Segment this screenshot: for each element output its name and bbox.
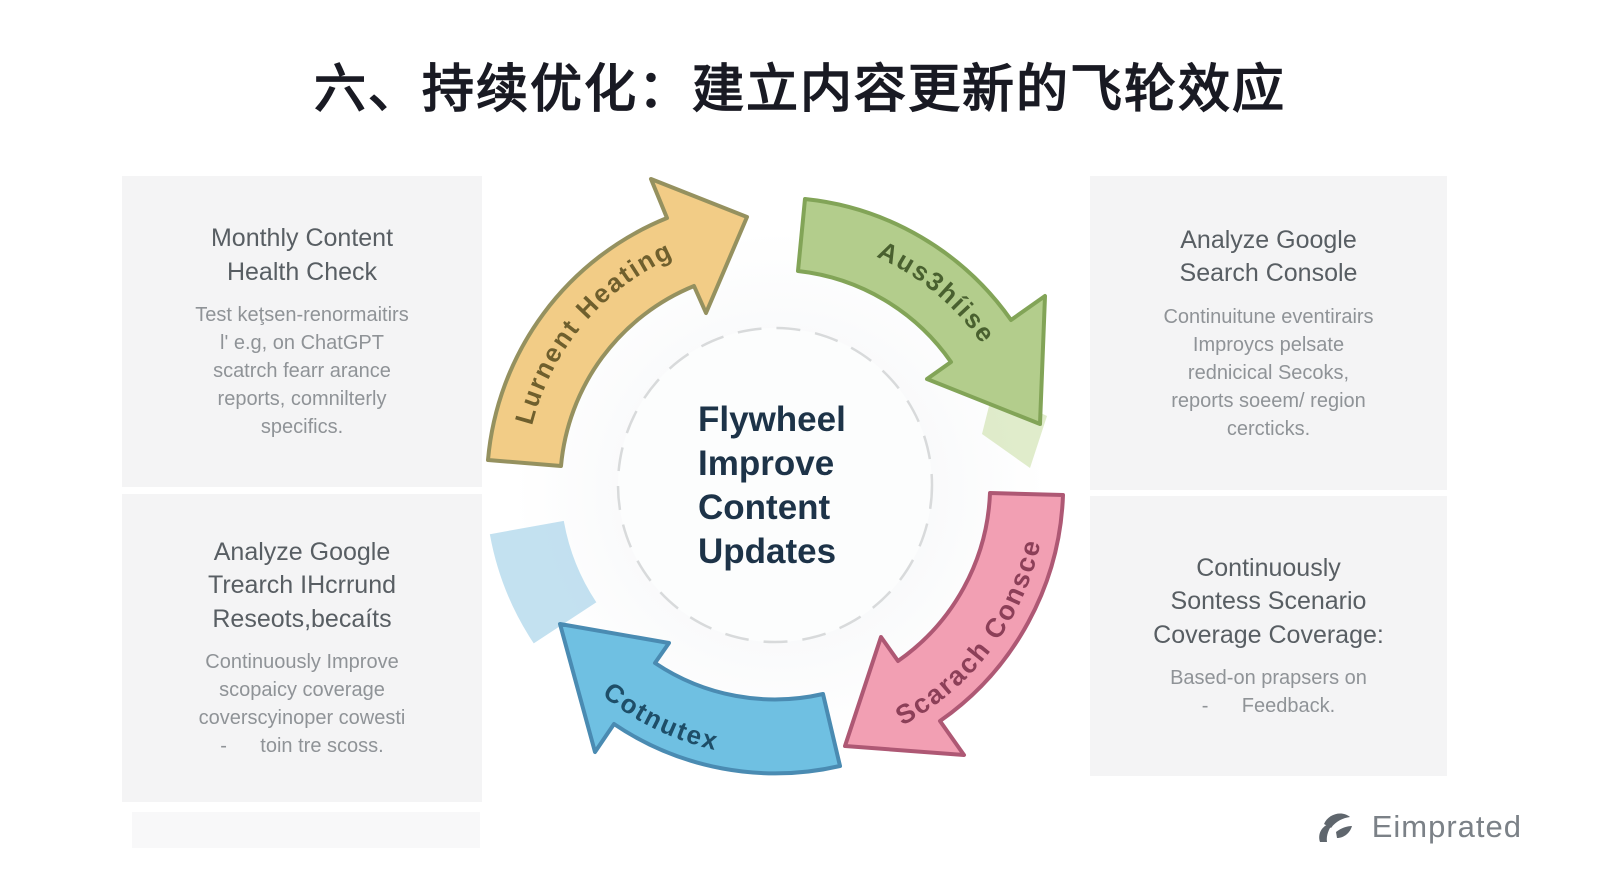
- center-circle: [616, 326, 934, 644]
- green-arrow: [796, 197, 1047, 426]
- pink-arrow: [843, 491, 1065, 757]
- panel-continuously-scenario-coverage: Continuously Sontess Scenario Coverage C…: [1090, 496, 1447, 776]
- brand-footer: Eimprated: [1312, 806, 1522, 848]
- blue-arrow-faded-tail: [489, 520, 597, 644]
- panel-heading: Analyze Google Trearch IHcrrund Reseots,…: [207, 537, 396, 633]
- panel-heading: Continuously Sontess Scenario Coverage C…: [1153, 553, 1384, 649]
- panel-body: Based-on prapsers on - Feedback.: [1170, 667, 1367, 718]
- yellow-arrow: [486, 177, 749, 468]
- page-title: 六、持续优化：建立内容更新的飞轮效应: [313, 61, 1286, 119]
- flywheel-diagram: Lurnent Heating Aus3híise Scarach Consce…: [486, 177, 1065, 776]
- panel-analyze-google-search-console: Analyze Google Search Console Continuitu…: [1090, 176, 1447, 490]
- center-label: Flywheel Improve Content Updates: [698, 400, 846, 572]
- panel-heading: Analyze Google Search Console: [1179, 225, 1358, 288]
- blue-arrow: [558, 622, 842, 776]
- panel-body: Continuitune eventirairs Improycs pelsat…: [1163, 305, 1374, 440]
- panel-monthly-content-health-check: Monthly Content Health Check Test keţsen…: [122, 176, 482, 487]
- bottom-left-accent-strip: [132, 812, 480, 848]
- panel-analyze-google-reports: Analyze Google Trearch IHcrrund Reseots,…: [122, 494, 482, 802]
- panel-body: Test keţsen-renormaitirs l' e.g, on Chat…: [195, 304, 409, 438]
- panel-body: Continuously Improve scopaicy coverage c…: [198, 651, 406, 758]
- brand-logo-icon: [1318, 813, 1352, 842]
- panel-heading: Monthly Content Health Check: [210, 224, 394, 286]
- brand-name: Eimprated: [1371, 809, 1522, 844]
